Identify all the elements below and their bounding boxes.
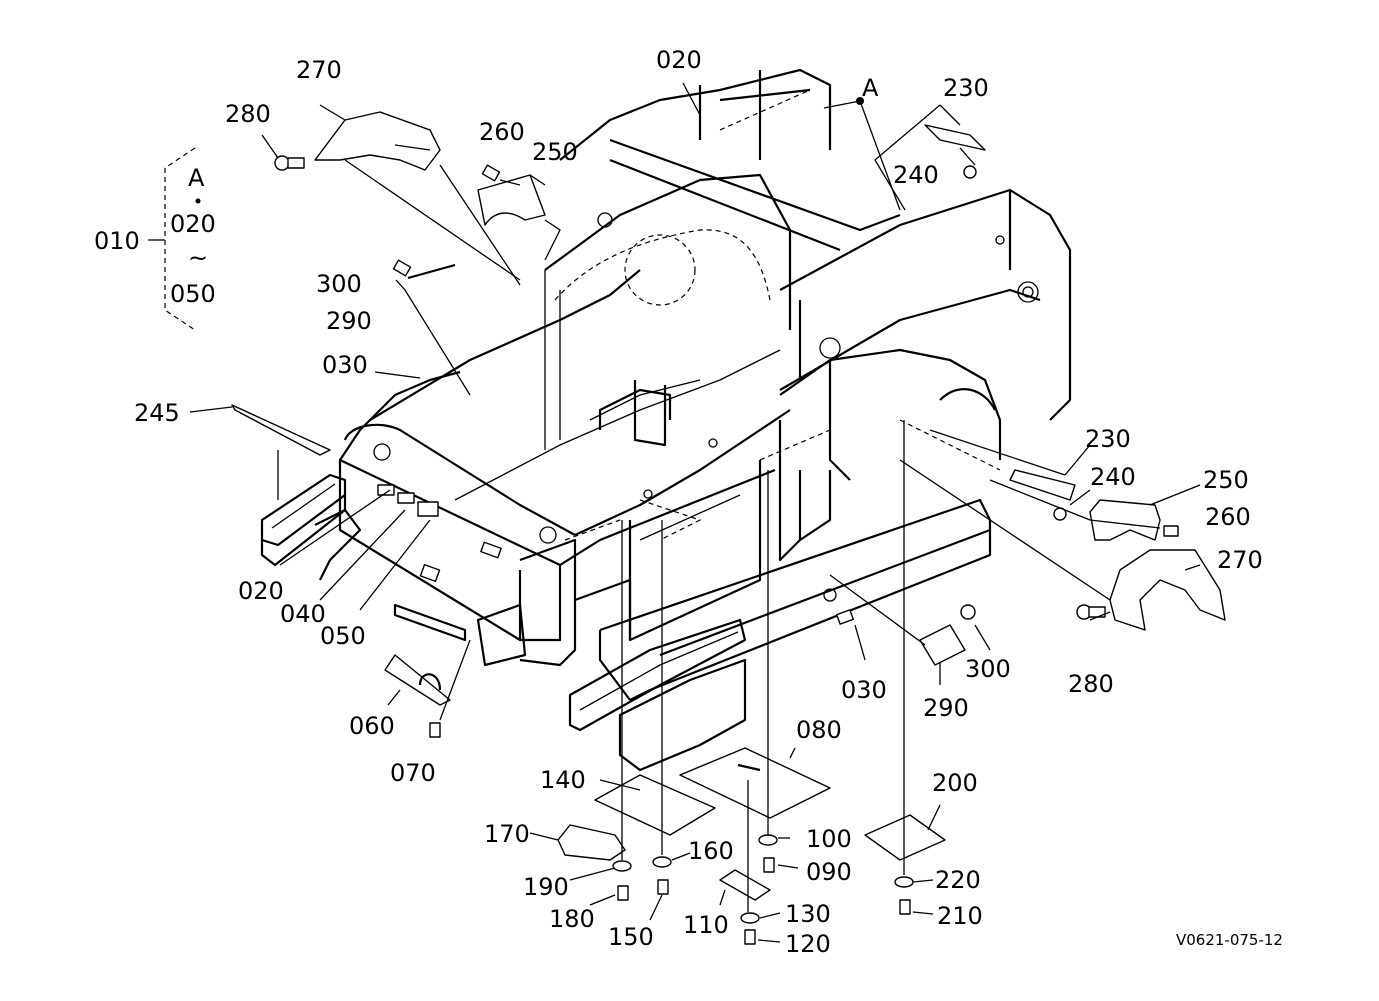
- label-070: 070: [390, 759, 436, 787]
- label-240-top: 240: [893, 161, 939, 189]
- main-frame-drawing: [260, 68, 1072, 772]
- label-230-top: 230: [943, 74, 989, 102]
- label-140: 140: [540, 766, 586, 794]
- label-170: 170: [484, 820, 530, 848]
- group-part-020: 020: [170, 210, 216, 238]
- label-060: 060: [349, 712, 395, 740]
- label-200: 200: [932, 769, 978, 797]
- label-240-right: 240: [1090, 463, 1136, 491]
- label-030-right: 030: [841, 676, 887, 704]
- label-270-right: 270: [1217, 546, 1263, 574]
- part-labels: 270 280 020 A 230 240 260 250 300 290 03…: [134, 46, 1263, 958]
- label-180: 180: [549, 905, 595, 933]
- group-label: 010 A 020 ~ 050: [94, 164, 216, 308]
- label-270-top: 270: [296, 56, 342, 84]
- group-part-a: A: [188, 164, 205, 192]
- label-150: 150: [608, 923, 654, 951]
- label-280-top: 280: [225, 100, 271, 128]
- label-a-marker: A: [862, 74, 879, 102]
- label-110: 110: [683, 911, 729, 939]
- label-290-top: 290: [326, 307, 372, 335]
- label-250-right: 250: [1203, 466, 1249, 494]
- label-190: 190: [523, 873, 569, 901]
- label-080: 080: [796, 716, 842, 744]
- label-245: 245: [134, 399, 180, 427]
- label-040: 040: [280, 600, 326, 628]
- label-120: 120: [785, 930, 831, 958]
- label-210: 210: [937, 902, 983, 930]
- group-bracket: [148, 147, 196, 331]
- label-100: 100: [806, 825, 852, 853]
- group-part-050: 050: [170, 280, 216, 308]
- group-dot: [195, 198, 201, 204]
- detached-parts: [231, 111, 1226, 945]
- label-020-top: 020: [656, 46, 702, 74]
- group-part-tilde: ~: [188, 244, 208, 272]
- figure-code: V0621-075-12: [1176, 931, 1283, 949]
- label-290-right: 290: [923, 694, 969, 722]
- label-300-top: 300: [316, 270, 362, 298]
- label-130: 130: [785, 900, 831, 928]
- label-050: 050: [320, 622, 366, 650]
- label-250-top: 250: [532, 138, 578, 166]
- label-260-top: 260: [479, 118, 525, 146]
- label-300-right: 300: [965, 655, 1011, 683]
- label-280-right: 280: [1068, 670, 1114, 698]
- label-220: 220: [935, 866, 981, 894]
- leader-lines: [189, 82, 1201, 943]
- label-160: 160: [688, 837, 734, 865]
- label-260-right: 260: [1205, 503, 1251, 531]
- label-230-right: 230: [1085, 425, 1131, 453]
- label-090: 090: [806, 858, 852, 886]
- label-020-left: 020: [238, 577, 284, 605]
- group-id-label: 010: [94, 227, 140, 255]
- label-030-top: 030: [322, 351, 368, 379]
- marker-dot: [856, 97, 864, 105]
